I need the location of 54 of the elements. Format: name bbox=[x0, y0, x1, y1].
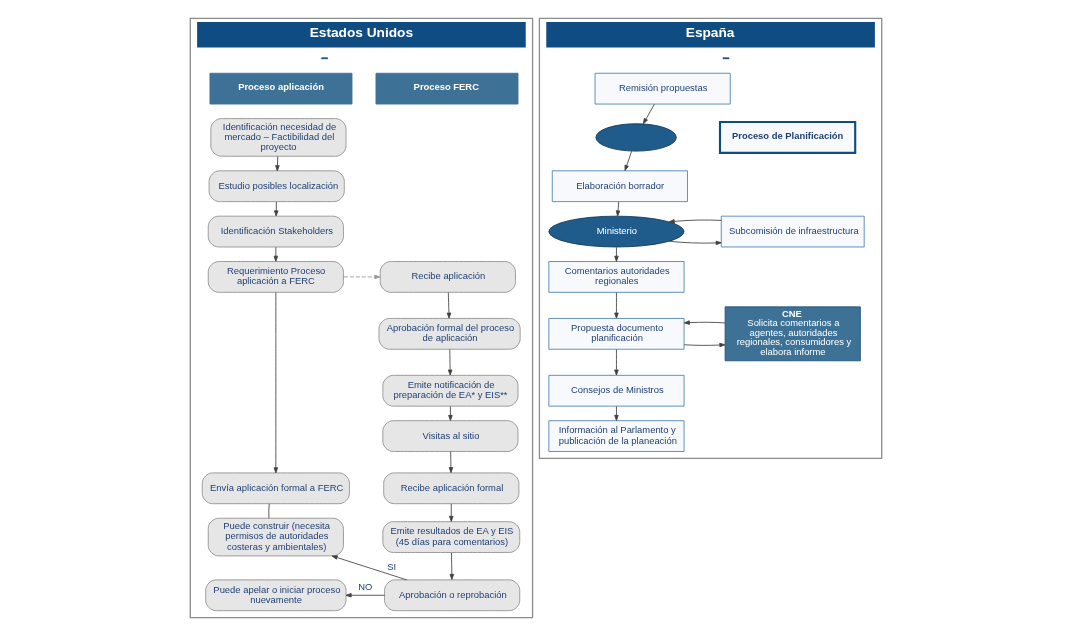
arrow bbox=[273, 201, 278, 217]
arrow bbox=[683, 320, 725, 325]
edge-label: NO bbox=[357, 580, 372, 592]
arrow bbox=[683, 342, 725, 348]
arrow bbox=[331, 555, 407, 581]
arrow bbox=[615, 201, 620, 217]
node-ellipse: Ministerio bbox=[547, 215, 684, 248]
arrow bbox=[613, 349, 619, 376]
node-box: Recibe aplicación bbox=[379, 261, 516, 293]
node-box: Emite notificación de preparación de EA* y EIS** bbox=[381, 374, 518, 407]
arrow bbox=[624, 150, 632, 171]
arrow bbox=[274, 155, 280, 172]
node-box: Comentarios autoridades regionales bbox=[547, 261, 684, 293]
node-box: Proceso FERC bbox=[375, 72, 518, 105]
node-box: Aprobación o reprobación bbox=[383, 579, 520, 612]
arrow bbox=[448, 503, 453, 522]
arrow bbox=[613, 405, 619, 421]
arrow bbox=[447, 349, 452, 376]
arrow bbox=[342, 274, 380, 280]
edge-label: SI bbox=[386, 561, 396, 573]
node-box: Recibe aplicación formal bbox=[382, 472, 519, 505]
node-box: Proceso aplicación bbox=[209, 72, 352, 105]
arrow bbox=[448, 451, 453, 474]
node-box: Estudio posibles localización bbox=[208, 170, 345, 203]
arrow bbox=[446, 292, 451, 319]
node-box: Elaboración borrador bbox=[551, 170, 688, 203]
arrow bbox=[668, 240, 722, 246]
arrow bbox=[447, 405, 453, 421]
connector bbox=[267, 503, 270, 519]
arrow bbox=[642, 103, 655, 125]
arrow bbox=[345, 593, 385, 598]
arrow bbox=[668, 219, 722, 224]
node-box: Proceso de Planificación bbox=[718, 120, 856, 154]
node-box: Remisión propuestas bbox=[594, 72, 731, 105]
arrow bbox=[273, 246, 278, 262]
node-box: Subcomisión de infraestructura bbox=[720, 215, 865, 248]
node-box: CNE Solicita comentarios a agentes, autoridades regionales, consumidores y elabora informe bbox=[724, 306, 861, 362]
node-box: Envía aplicación formal a FERC bbox=[201, 472, 350, 505]
node-box: Puede apelar o iniciar proceso nuevamente bbox=[204, 579, 346, 612]
arrow bbox=[449, 552, 454, 580]
node-box: Emite resultados de EA y EIS (45 días para comentarios) bbox=[381, 521, 520, 553]
node-box: Propuesta documento planificación bbox=[547, 318, 684, 350]
node-box: Visitas al sitio bbox=[381, 420, 518, 452]
arrow bbox=[613, 246, 619, 262]
node-box: Puede construir (necesita permisos de autoridades costeras y ambientales) bbox=[207, 517, 344, 557]
arrow bbox=[613, 292, 619, 319]
node-box: Aprobación formal del proceso de aplicación bbox=[378, 318, 521, 350]
node-box: Información al Parlamento y publicación de la planeación bbox=[547, 420, 684, 452]
arrow bbox=[273, 292, 278, 474]
node-ellipse bbox=[594, 123, 677, 152]
node-box: Requerimiento Proceso aplicación a FERC bbox=[207, 261, 344, 293]
node-box: Identificación necesidad de mercado – Factibilidad del proyecto bbox=[209, 118, 346, 157]
node-box: Consejos de Ministros bbox=[547, 374, 684, 407]
node-box: Identificación Stakeholders bbox=[207, 215, 344, 248]
